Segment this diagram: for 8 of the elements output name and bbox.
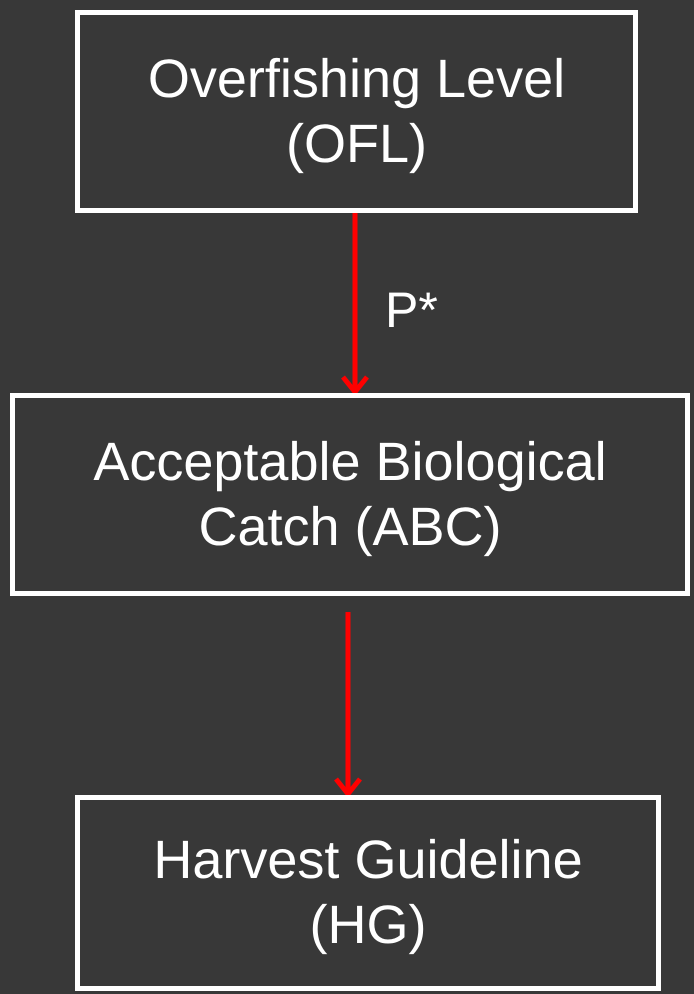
box-label: Harvest Guideline (HG) <box>152 829 584 957</box>
process-box <box>75 10 638 213</box>
process-box <box>75 795 661 991</box>
arrow <box>340 213 370 394</box>
box-label: Acceptable Biological Catch (ABC) <box>92 430 608 558</box>
arrow <box>334 612 362 796</box>
process-box <box>10 393 690 596</box>
box-label: Overfishing Level (OFL) <box>146 48 566 176</box>
